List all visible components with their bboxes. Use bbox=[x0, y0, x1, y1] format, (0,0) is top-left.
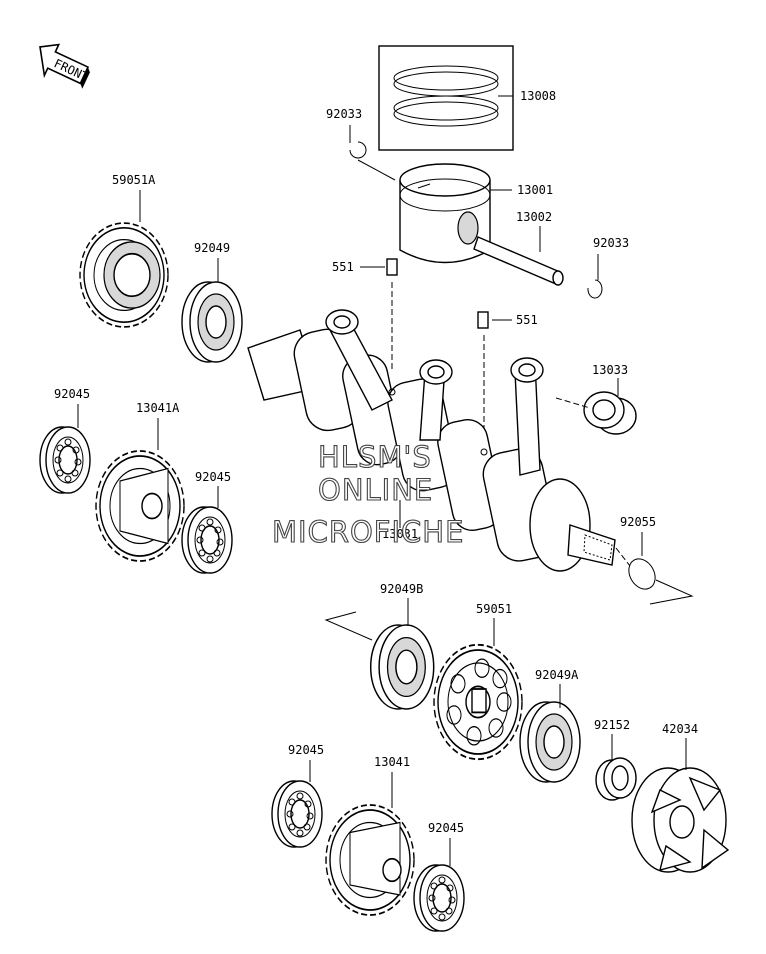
label-92045-bottom-left: 92045 bbox=[288, 743, 324, 757]
o-ring bbox=[615, 532, 694, 605]
label-92045-bottom-right: 92045 bbox=[428, 821, 464, 835]
ball-bearing-mid bbox=[181, 506, 233, 574]
label-92049A: 92049A bbox=[535, 668, 579, 682]
label-551-right: 551 bbox=[516, 313, 538, 327]
ball-bearing-bottom-left bbox=[271, 780, 323, 848]
label-13001: 13001 bbox=[517, 183, 553, 197]
label-59051: 59051 bbox=[476, 602, 512, 616]
label-13041: 13041 bbox=[374, 755, 410, 769]
label-92049B: 92049B bbox=[380, 582, 423, 596]
label-13031: 13031 bbox=[382, 527, 418, 541]
label-13033: 13033 bbox=[592, 363, 628, 377]
label-92045-mid: 92045 bbox=[195, 470, 231, 484]
gear-13041A bbox=[95, 450, 185, 562]
label-92055: 92055 bbox=[620, 515, 656, 529]
piston-rings bbox=[378, 45, 514, 151]
label-92033-right: 92033 bbox=[593, 236, 629, 250]
oil-seal-92049B bbox=[369, 624, 435, 710]
dowel-pin-right bbox=[477, 311, 512, 440]
label-92152: 92152 bbox=[594, 718, 630, 732]
watermark: HLSM'S ONLINE MICROFICHE bbox=[271, 439, 464, 549]
needle-bearing bbox=[555, 378, 637, 435]
watermark-line2: ONLINE bbox=[318, 473, 433, 507]
oil-seal-92049 bbox=[181, 281, 243, 363]
piston-pin-clip-top bbox=[349, 125, 396, 181]
bushing bbox=[595, 734, 637, 801]
label-42034: 42034 bbox=[662, 722, 698, 736]
ball-bearing-bottom-right bbox=[413, 864, 465, 932]
label-13002: 13002 bbox=[516, 210, 552, 224]
watermark-line3: MICROFICHE bbox=[272, 515, 464, 549]
oil-seal-92049A bbox=[519, 701, 581, 783]
label-92045-left: 92045 bbox=[54, 387, 90, 401]
coupling bbox=[631, 738, 730, 873]
piston-pin-clip-right bbox=[587, 254, 603, 299]
label-92049: 92049 bbox=[194, 241, 230, 255]
label-551-left: 551 bbox=[332, 260, 354, 274]
piston bbox=[399, 163, 512, 264]
label-59051A: 59051A bbox=[112, 173, 156, 187]
watermark-line1: HLSM'S bbox=[318, 440, 432, 474]
crankshaft bbox=[247, 309, 616, 572]
front-arrow-icon: FRONT bbox=[39, 43, 90, 89]
gear-59051 bbox=[433, 643, 523, 761]
piston-pin bbox=[473, 226, 564, 286]
gear-13041 bbox=[325, 804, 415, 916]
label-13008: 13008 bbox=[520, 89, 556, 103]
label-13041A: 13041A bbox=[136, 401, 180, 415]
gear-59051A bbox=[79, 222, 169, 328]
dowel-pin-left bbox=[360, 258, 398, 372]
label-92033-top: 92033 bbox=[326, 107, 362, 121]
ball-bearing-left bbox=[39, 426, 91, 494]
